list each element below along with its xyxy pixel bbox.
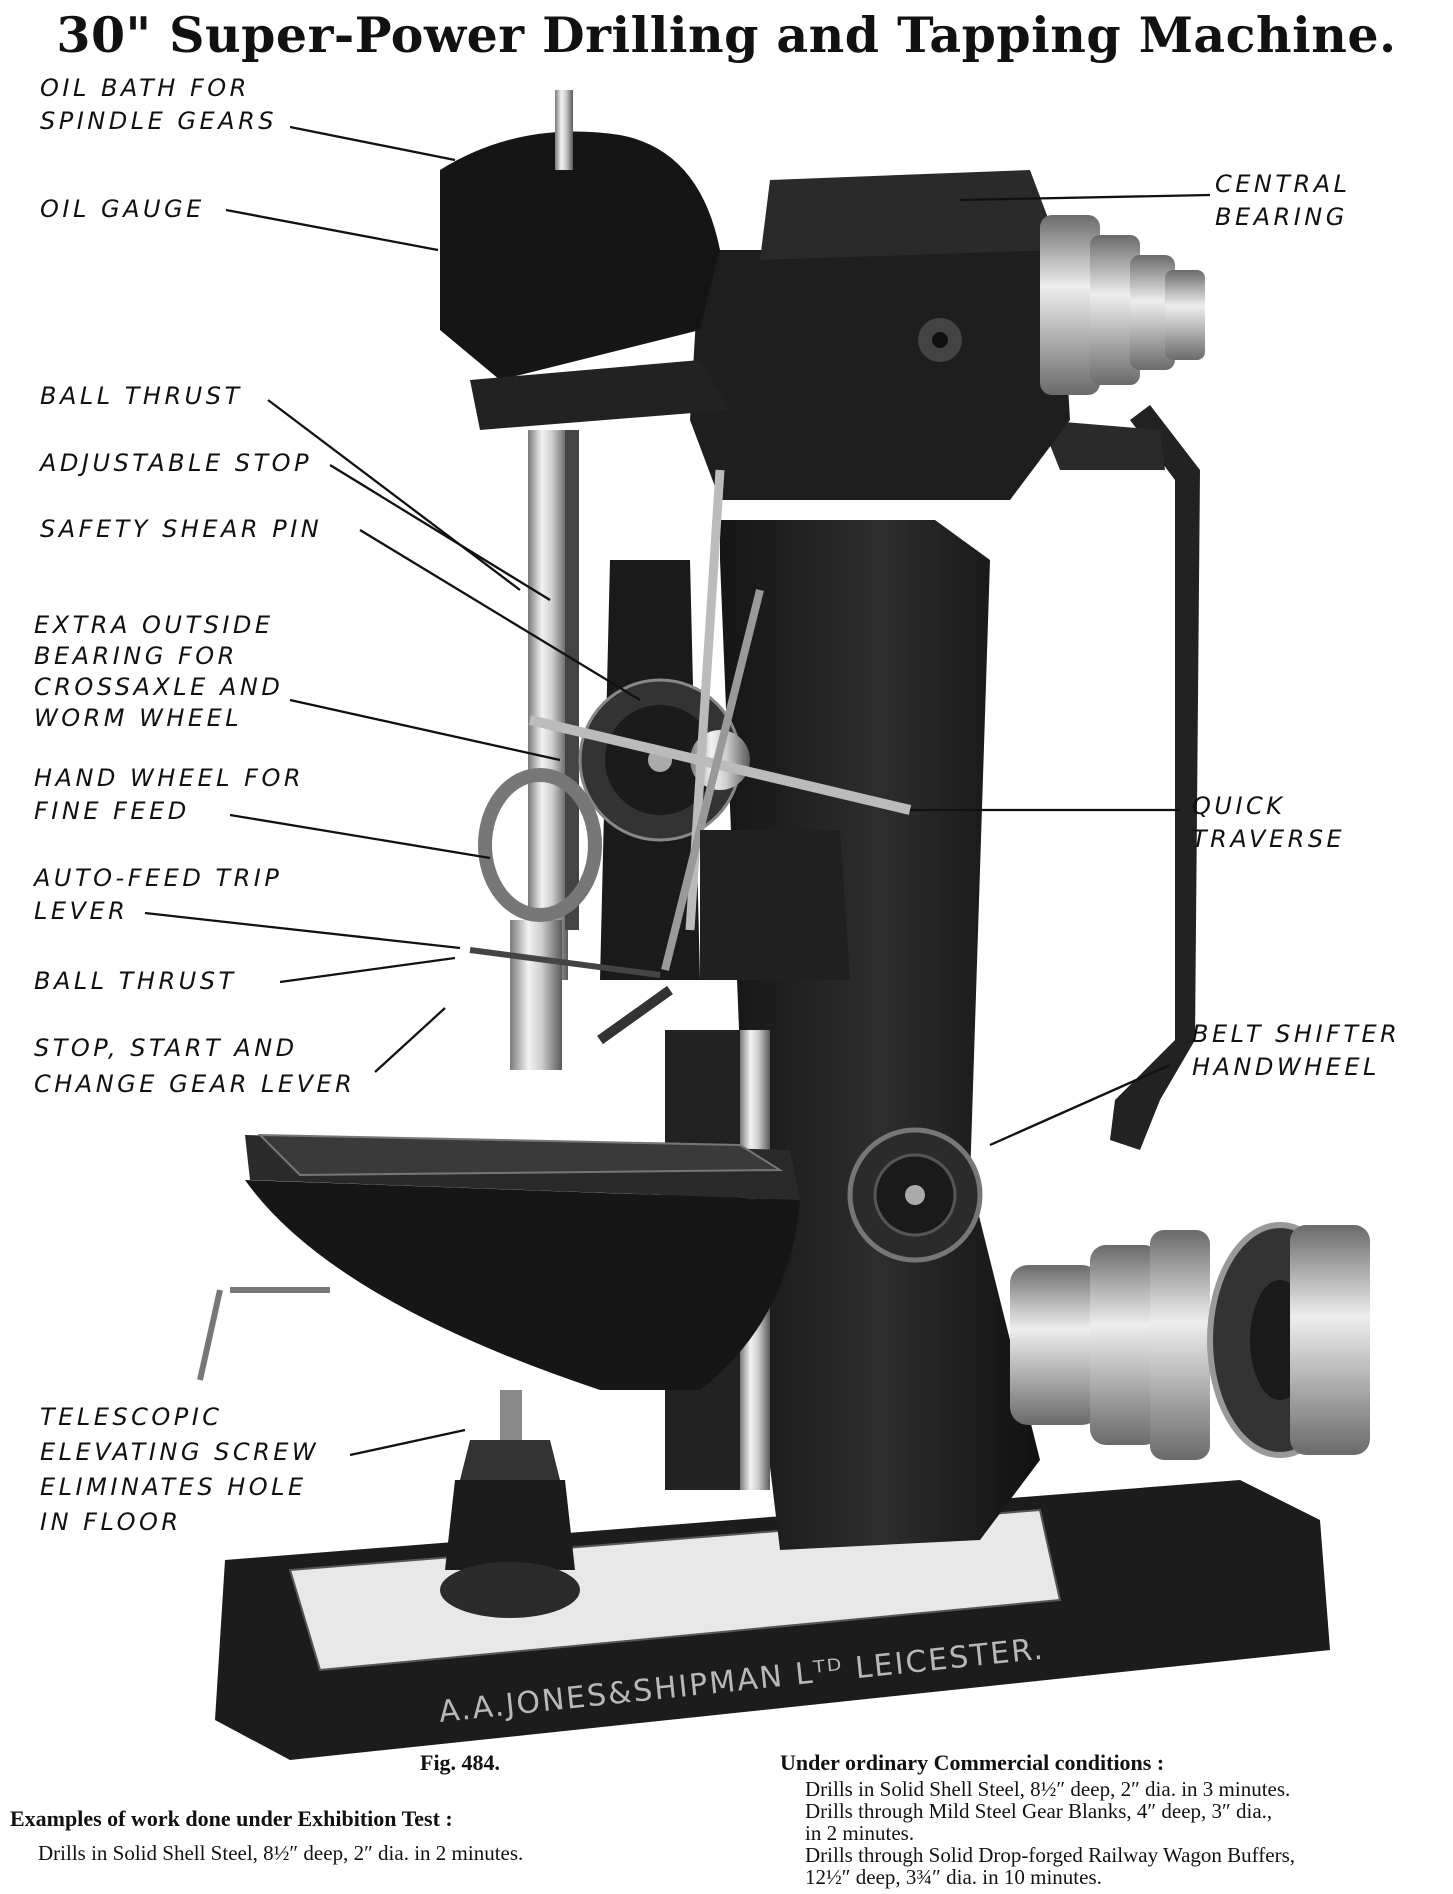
label-quick-traverse: QUICK TRAVERSE: [1192, 790, 1345, 856]
label-line: TRAVERSE: [1192, 825, 1346, 853]
label-ball-thrust-upper: BALL THRUST: [40, 380, 243, 413]
page-title: 30" Super-Power Drilling and Tapping Mac…: [56, 6, 1397, 64]
label-line: BALL THRUST: [40, 382, 243, 410]
label-line: IN FLOOR: [40, 1508, 182, 1536]
machine-body: [690, 170, 1070, 1550]
commercial-line: in 2 minutes.: [805, 1821, 915, 1845]
commercial-line: 12½″ deep, 3¾″ dia. in 10 minutes.: [805, 1865, 1102, 1889]
label-safety-shear-pin: SAFETY SHEAR PIN: [40, 513, 322, 546]
label-line: BALL THRUST: [34, 967, 237, 995]
lower-cone-pulley: [1010, 1222, 1370, 1460]
label-line: SAFETY SHEAR PIN: [40, 515, 323, 543]
label-line: ELEVATING SCREW: [40, 1438, 320, 1466]
belt-shifter-wheel: [847, 1127, 983, 1263]
label-line: BEARING FOR: [34, 642, 238, 670]
label-adjustable-stop: ADJUSTABLE STOP: [40, 447, 312, 480]
label-line: LEVER: [34, 897, 129, 925]
label-line: AUTO-FEED TRIP: [34, 864, 283, 892]
label-line: BELT SHIFTER: [1192, 1020, 1401, 1048]
label-line: OIL GAUGE: [40, 195, 205, 223]
machine-base: A.A.JONES&SHIPMAN Lᵀᴰ LEICESTER.: [215, 1480, 1330, 1760]
label-oil-bath: OIL BATH FOR SPINDLE GEARS: [40, 72, 277, 138]
label-hand-wheel: HAND WHEEL FOR FINE FEED: [34, 762, 304, 828]
label-line: WORM WHEEL: [34, 704, 243, 732]
spindle: [510, 90, 579, 1070]
work-table: [197, 1133, 800, 1390]
label-line: BEARING: [1215, 203, 1348, 231]
label-line: EXTRA OUTSIDE: [34, 611, 274, 639]
label-ball-thrust-lower: BALL THRUST: [34, 965, 237, 998]
exhibition-line: Drills in Solid Shell Steel, 8½″ deep, 2…: [38, 1841, 524, 1865]
commercial-line: Drills through Solid Drop-forged Railway…: [805, 1843, 1296, 1867]
commercial-line: Drills through Mild Steel Gear Blanks, 4…: [805, 1799, 1273, 1823]
label-line: OIL BATH FOR: [40, 74, 250, 102]
commercial-list: Drills in Solid Shell Steel, 8½″ deep, 2…: [805, 1778, 1295, 1888]
commercial-heading: Under ordinary Commercial conditions :: [780, 1750, 1165, 1775]
label-line: HANDWHEEL: [1192, 1053, 1380, 1081]
label-line: SPINDLE GEARS: [40, 107, 277, 135]
commercial-line: Drills in Solid Shell Steel, 8½″ deep, 2…: [805, 1777, 1291, 1801]
label-central-bearing: CENTRAL BEARING: [1215, 168, 1351, 234]
feed-mechanism: [469, 469, 912, 1045]
column-frame: [1040, 405, 1200, 1150]
label-belt-shifter: BELT SHIFTER HANDWHEEL: [1192, 1018, 1400, 1084]
label-line: QUICK: [1192, 792, 1286, 820]
label-telescopic: TELESCOPIC ELEVATING SCREW ELIMINATES HO…: [40, 1400, 319, 1540]
label-auto-feed: AUTO-FEED TRIP LEVER: [34, 862, 282, 928]
label-line: CROSSAXLE AND: [34, 673, 284, 701]
label-line: CENTRAL: [1215, 170, 1351, 198]
label-line: STOP, START AND: [34, 1034, 298, 1062]
label-line: HAND WHEEL FOR: [34, 764, 305, 792]
label-line: FINE FEED: [34, 797, 190, 825]
label-line: TELESCOPIC: [40, 1403, 223, 1431]
label-line: CHANGE GEAR LEVER: [34, 1070, 356, 1098]
figure-number: Fig. 484.: [420, 1750, 501, 1775]
elevating-screw: [440, 1390, 580, 1618]
label-extra-outside-bearing: EXTRA OUTSIDE BEARING FOR CROSSAXLE AND …: [34, 610, 283, 734]
exhibition-heading: Examples of work done under Exhibition T…: [10, 1806, 453, 1831]
label-stop-start: STOP, START AND CHANGE GEAR LEVER: [34, 1030, 355, 1102]
leader-lines: [144, 125, 1211, 1457]
label-line: ADJUSTABLE STOP: [40, 449, 313, 477]
label-line: ELIMINATES HOLE: [40, 1473, 307, 1501]
top-cone-pulley: [1040, 215, 1205, 395]
label-oil-gauge: OIL GAUGE: [40, 193, 205, 226]
spindle-head: [440, 131, 730, 430]
